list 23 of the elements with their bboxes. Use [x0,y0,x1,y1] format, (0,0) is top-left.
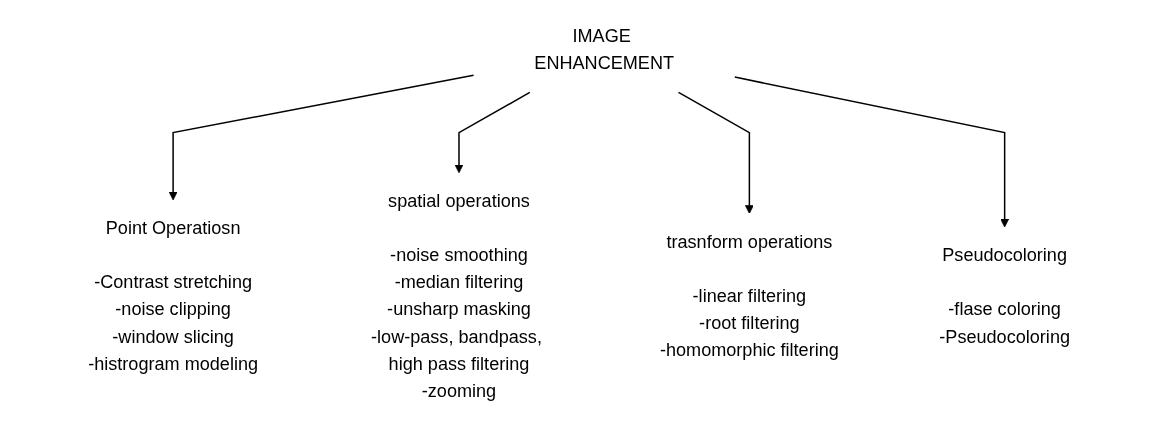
node-text: Point Operatiosn [105,218,241,239]
node-label: -zooming [421,380,497,401]
node-label: -histrogram modeling [88,353,258,374]
node-text: spatial operations [388,190,530,211]
node-label: -Pseudocoloring [939,326,1070,347]
node-label: -root filtering [699,312,800,334]
node-label: -flase coloring [948,299,1061,320]
node-label: -noise smoothing [390,245,528,266]
node-label: -median filtering [394,272,524,293]
arrow [454,91,531,174]
node-text: Pseudocoloring [942,245,1067,266]
arrow [733,76,1009,228]
arrow [168,74,475,201]
node-text: trasnform operations [666,231,833,252]
node-label: -Contrast stretching [94,272,252,293]
node-label: -unsharp masking [387,299,531,320]
node-label: -linear filtering [692,285,807,306]
node-label: -noise clipping [115,299,231,320]
arrow [677,91,754,214]
node-label: -low-pass, bandpass, high pass filtering [370,326,542,374]
node-label: -homomorphic filtering [659,340,839,361]
node-label: -window slicing [112,326,234,347]
node-text: IMAGE ENHANCEMENT [534,26,674,74]
